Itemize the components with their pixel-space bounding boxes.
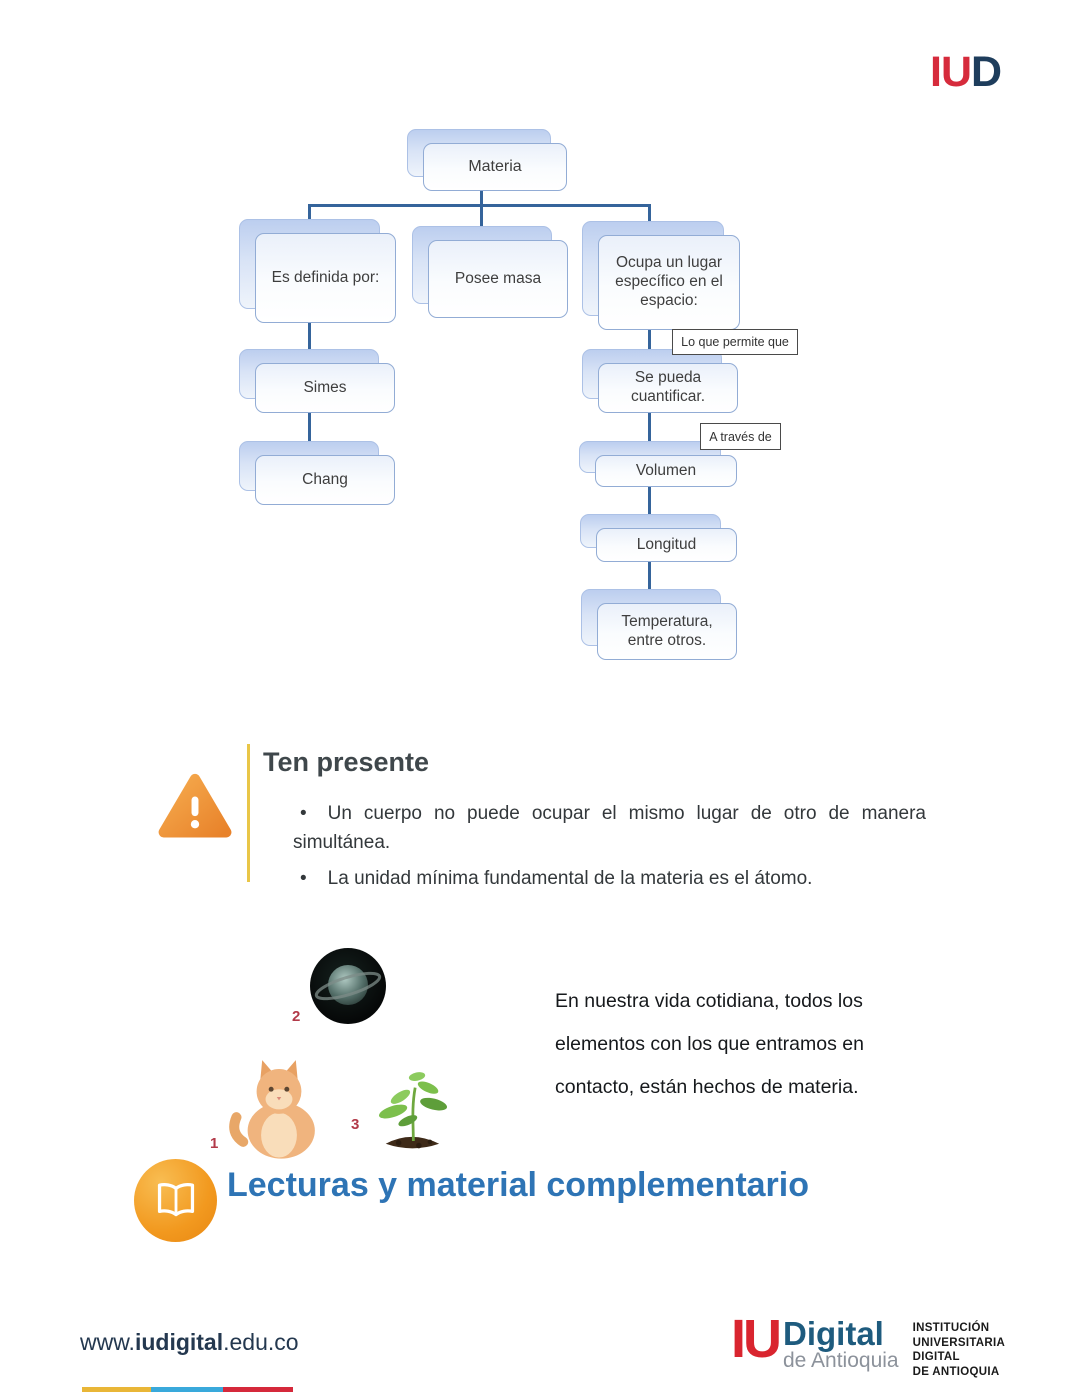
connector-line xyxy=(648,486,651,530)
label-lo-que-permite-que: Lo que permite que xyxy=(672,329,798,355)
connector-line xyxy=(648,560,651,605)
iudigital-logo: IU Digital de Antioquia INSTITUCIÓN UNIV… xyxy=(731,1310,1005,1379)
connector-line xyxy=(480,190,483,206)
ten-presente-bullets: •Un cuerpo no puede ocupar el mismo luga… xyxy=(293,799,926,900)
node-chang: Chang xyxy=(255,455,395,505)
accent-vertical-rule xyxy=(247,744,250,882)
iud-logo-iu: IU xyxy=(930,48,972,96)
connector-line xyxy=(308,411,311,457)
node-materia: Materia xyxy=(423,143,567,191)
bullet-item: •Un cuerpo no puede ocupar el mismo luga… xyxy=(293,799,926,857)
node-posee-masa: Posee masa xyxy=(428,240,568,318)
institution-line: DE ANTIOQUIA xyxy=(912,1365,1000,1378)
logo-institution-text: INSTITUCIÓN UNIVERSITARIA DIGITAL DE ANT… xyxy=(913,1321,1006,1379)
ten-presente-title: Ten presente xyxy=(263,747,430,777)
connector-line xyxy=(480,204,483,242)
figure-number-2: 2 xyxy=(292,1008,301,1025)
node-temperatura: Temperatura, entre otros. xyxy=(597,603,737,660)
paragraph-line: contacto, están hechos de materia. xyxy=(555,1076,859,1098)
node-ocupa-lugar: Ocupa un lugar específico en el espacio: xyxy=(598,235,740,330)
bar-segment-yellow xyxy=(82,1387,151,1392)
bullet-text: Un cuerpo no puede ocupar el mismo lugar… xyxy=(293,803,926,853)
figure-number-1: 1 xyxy=(210,1135,219,1152)
paragraph-line: elementos con los que entramos en xyxy=(555,1033,864,1055)
connector-line xyxy=(308,204,651,207)
footer-url: www.iudigital.edu.co xyxy=(80,1329,299,1356)
figure-number-3: 3 xyxy=(351,1116,360,1133)
logo-iu: IU xyxy=(731,1309,782,1369)
bullet-text: La unidad mínima fundamental de la mater… xyxy=(327,868,813,889)
logo-de-antioquia: de Antioquia xyxy=(783,1349,899,1372)
logo-digital: Digital xyxy=(783,1315,884,1352)
node-se-pueda-cuantificar: Se pueda cuantificar. xyxy=(598,363,738,413)
bullet-marker: • xyxy=(300,868,307,889)
lecturas-title: Lecturas y material complementario xyxy=(227,1166,810,1204)
connector-line xyxy=(648,328,651,365)
label-a-traves-de: A través de xyxy=(700,423,781,450)
bullet-item: • La unidad mínima fundamental de la mate… xyxy=(293,864,926,893)
node-simes: Simes xyxy=(255,363,395,413)
plant-image xyxy=(378,1072,448,1149)
bullet-marker: • xyxy=(300,803,307,824)
warning-triangle-icon xyxy=(158,773,232,838)
paragraph-line: En nuestra vida cotidiana, todos los xyxy=(555,990,863,1012)
footer-color-bar xyxy=(82,1387,293,1392)
institution-line: UNIVERSITARIA xyxy=(912,1336,1006,1349)
iud-logo-d: D xyxy=(971,48,1002,96)
cat-image xyxy=(229,1060,315,1159)
iud-logo: IUD xyxy=(930,48,1002,97)
planet-image xyxy=(310,948,386,1024)
node-es-definida-por: Es definida por: xyxy=(255,233,396,323)
open-book-icon xyxy=(134,1159,217,1242)
institution-line: INSTITUCIÓN xyxy=(912,1322,990,1334)
materia-paragraph: En nuestra vida cotidiana, todos los ele… xyxy=(555,980,885,1109)
connector-line xyxy=(648,411,651,457)
bar-segment-red xyxy=(223,1387,293,1392)
url-prefix: www. xyxy=(80,1329,135,1355)
url-domain: iudigital xyxy=(134,1329,224,1355)
connector-line xyxy=(308,321,311,365)
bar-segment-blue xyxy=(151,1387,223,1392)
connector-line xyxy=(648,204,651,237)
concept-map: Materia Es definida por: Posee masa Ocup… xyxy=(239,129,798,660)
node-longitud: Longitud xyxy=(596,528,737,562)
institution-line: DIGITAL xyxy=(912,1351,960,1363)
url-suffix: .edu.co xyxy=(223,1329,299,1355)
node-volumen: Volumen xyxy=(595,455,737,487)
